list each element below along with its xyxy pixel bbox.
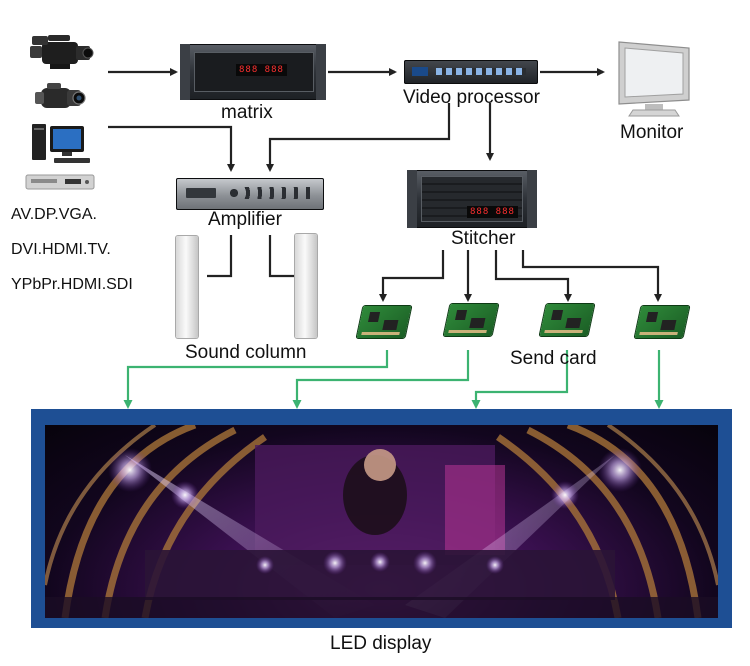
- monitor-icon: [618, 41, 690, 117]
- wire-amp-to-left-speaker: [207, 235, 233, 278]
- monitor-label: Monitor: [620, 122, 684, 143]
- source-format-2: DVI.HDMI.TV.: [11, 241, 111, 258]
- send-card-4: [634, 306, 690, 338]
- camcorder-icon: [35, 83, 86, 108]
- sound-column-right: [295, 234, 317, 338]
- video-processor-device: [404, 60, 538, 84]
- source-format-1: AV.DP.VGA.: [11, 206, 97, 223]
- stitcher-device: 888 888: [407, 170, 537, 228]
- stitcher-display: 888 888: [467, 206, 518, 218]
- matrix-device: 888 888: [180, 44, 326, 100]
- wire-card-1-to-led: [123, 350, 389, 409]
- stitcher-label: Stitcher: [451, 228, 516, 249]
- send-card-1: [356, 306, 412, 338]
- wire-processor-to-amplifier: [266, 103, 451, 172]
- desktop-computer-icon: [32, 124, 90, 163]
- send-card-3: [539, 304, 595, 336]
- amplifier-label: Amplifier: [208, 209, 282, 230]
- source-format-3: YPbPr.HDMI.SDI: [11, 276, 133, 293]
- led-display-screen: [45, 425, 718, 618]
- sound-column-label: Sound column: [185, 342, 307, 363]
- wire-stitcher-to-card-1: [379, 250, 445, 302]
- wire-stitcher-to-card-3: [494, 250, 572, 302]
- wire-card-3-to-led: [471, 350, 569, 409]
- video-processor-label: Video processor: [403, 87, 540, 108]
- led-display-label: LED display: [330, 633, 432, 654]
- wire-amp-to-right-speaker: [268, 235, 294, 278]
- amplifier-device: [176, 178, 324, 210]
- sound-column-left: [176, 236, 198, 338]
- video-camera-icon: [30, 35, 94, 69]
- matrix-label: matrix: [221, 102, 273, 123]
- wire-card-2-to-led: [292, 350, 470, 409]
- wire-stitcher-to-card-4: [521, 250, 662, 302]
- send-card-2: [443, 304, 499, 336]
- dvd-player-icon: [25, 174, 95, 190]
- send-card-label: Send card: [510, 348, 597, 369]
- wire-source-to-amplifier: [108, 125, 235, 172]
- matrix-display: 888 888: [236, 64, 287, 76]
